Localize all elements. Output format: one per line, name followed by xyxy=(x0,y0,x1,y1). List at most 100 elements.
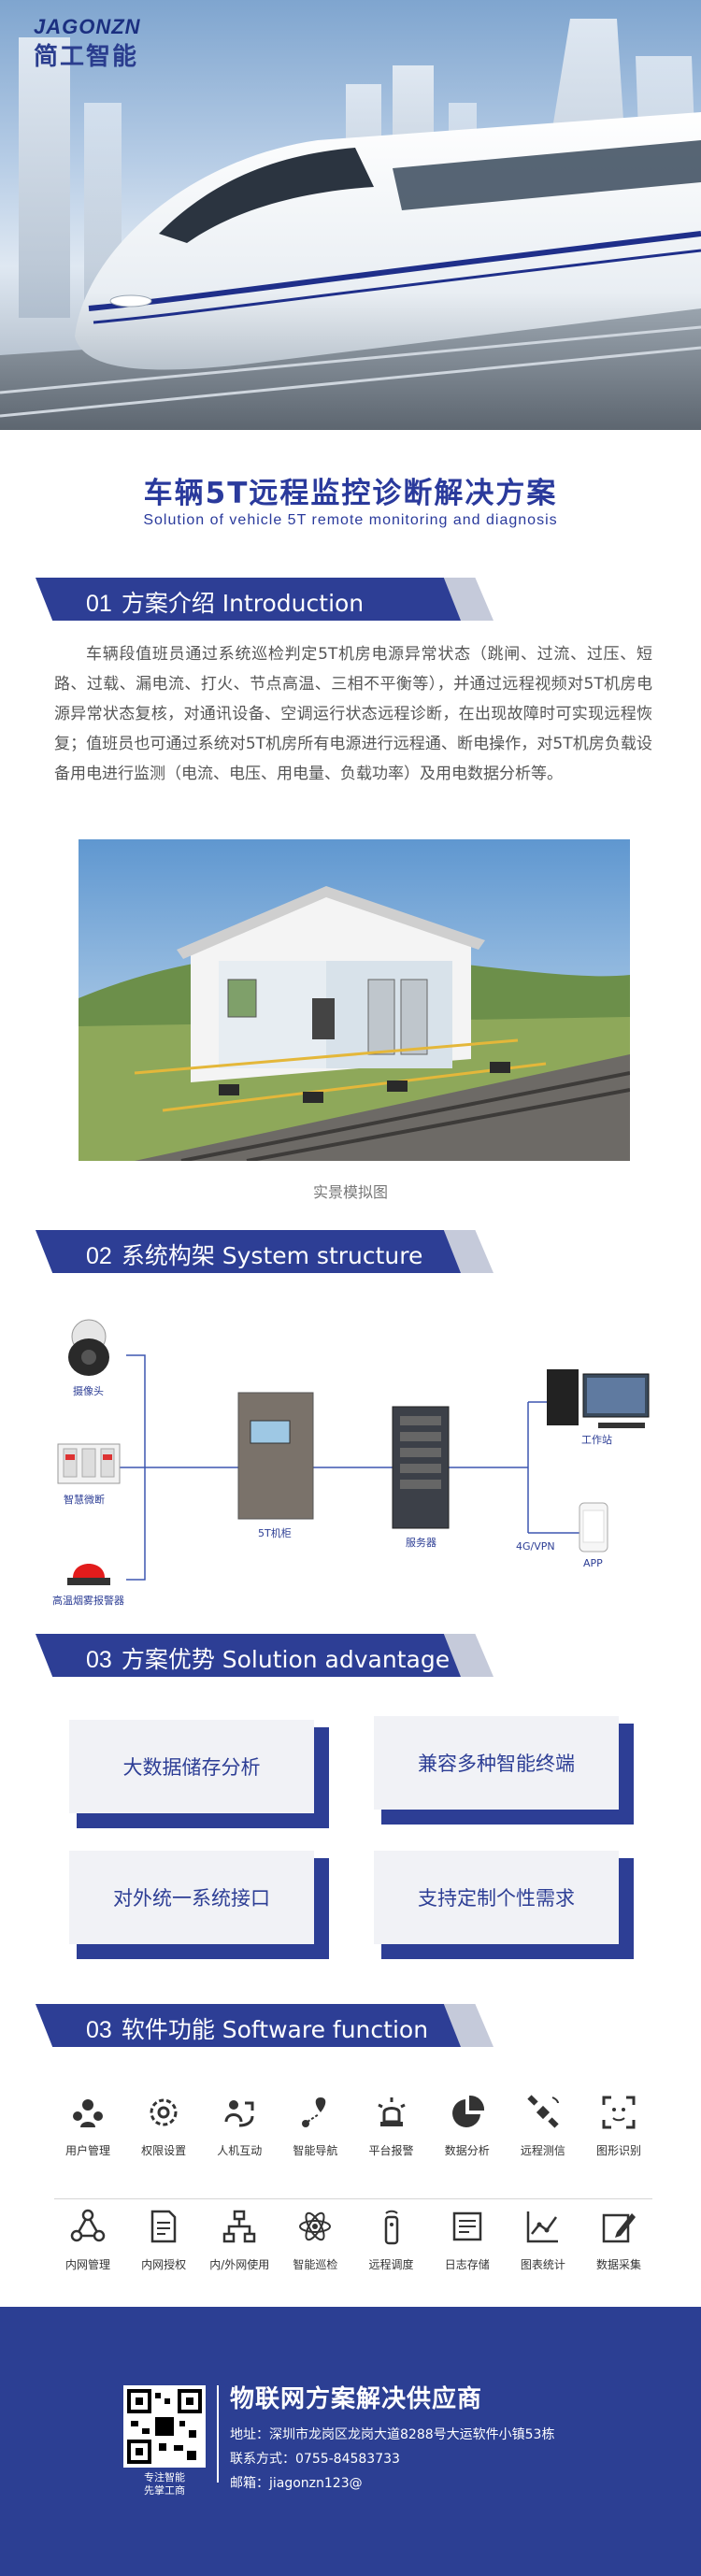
satellite-icon xyxy=(527,2095,559,2128)
section-header-software: 03 软件功能 Software function xyxy=(36,2004,503,2047)
introduction-paragraph: 车辆段值班员通过系统巡检判定5T机房电源异常状态（跳闸、过流、过压、短路、过载、… xyxy=(54,645,652,783)
label-alarm: 高温烟雾报警器 xyxy=(52,1595,124,1607)
chart-icon xyxy=(526,2211,558,2243)
function-label: 远程调度 xyxy=(368,2258,414,2271)
software-function-row-1: 用户管理 权限设置 人机互动 智能导航 平台报警 数据分析 远程测信 图形识别 xyxy=(54,2094,652,2178)
function-label: 图表统计 xyxy=(520,2258,565,2271)
page-title: 车辆5T远程监控诊断解决方案 xyxy=(143,477,558,510)
users-icon xyxy=(73,2099,103,2127)
section-label: 系统构架 System structure xyxy=(121,1242,423,1269)
divider xyxy=(54,2198,652,2199)
advantage-card: 支持定制个性需求 xyxy=(374,1851,634,1959)
alarm-icon xyxy=(377,2097,406,2126)
footer-email: 邮箱：jiagonzn123@ xyxy=(230,2476,363,2491)
qr-caption-line: 先掌工商 xyxy=(144,2484,185,2497)
page-subtitle: Solution of vehicle 5T remote monitoring… xyxy=(143,512,558,528)
function-internal-external: 内/外网使用 xyxy=(206,2208,273,2292)
bullet-train-illustration xyxy=(0,19,701,430)
function-intranet-management: 内网管理 xyxy=(54,2208,122,2292)
footer-phone: 联系方式：0755-84583733 xyxy=(230,2452,400,2467)
camera-icon xyxy=(68,1319,109,1376)
advantage-card: 大数据储存分析 xyxy=(69,1720,329,1828)
server-rack-icon xyxy=(392,1406,450,1529)
workstation-icon xyxy=(547,1369,650,1428)
label-workstation: 工作站 xyxy=(581,1434,612,1446)
pie-chart-icon xyxy=(451,2095,484,2127)
hero-banner: JAGONZN 简工智能 xyxy=(0,0,701,430)
advantage-card: 对外统一系统接口 xyxy=(69,1851,329,1959)
footer-divider xyxy=(217,2385,219,2483)
section-number: 03 xyxy=(86,1647,112,1673)
function-chart-statistics: 图表统计 xyxy=(509,2208,577,2292)
function-remote-signal: 远程测信 xyxy=(509,2094,577,2178)
log-icon xyxy=(452,2211,481,2241)
function-data-collection: 数据采集 xyxy=(585,2208,652,2292)
function-label: 日志存储 xyxy=(444,2258,490,2271)
5t-cabinet-icon xyxy=(237,1392,314,1520)
footer: 专注智能 先掌工商 物联网方案解决供应商 地址：深圳市龙岗区龙岗大道8288号大… xyxy=(0,2307,701,2576)
advantage-text: 兼容多种智能终端 xyxy=(374,1716,619,1810)
remote-icon xyxy=(384,2210,398,2245)
function-interaction: 人机互动 xyxy=(206,2094,273,2178)
interaction-icon xyxy=(224,2100,254,2127)
scene-caption: 实景模拟图 xyxy=(312,1183,388,1201)
function-navigation: 智能导航 xyxy=(281,2094,349,2178)
function-image-recognition: 图形识别 xyxy=(585,2094,652,2178)
system-architecture-diagram: 摄像头 智慧微断 高温烟雾报警器 5T机柜 服务器 4G/VPN 工作站 APP xyxy=(0,1299,701,1617)
smoke-alarm-icon xyxy=(67,1564,110,1585)
label-network: 4G/VPN xyxy=(516,1540,555,1553)
function-label: 内/外网使用 xyxy=(209,2258,270,2271)
hierarchy-icon xyxy=(223,2210,256,2243)
gear-icon xyxy=(150,2098,178,2126)
software-function-row-2: 内网管理 内网授权 内/外网使用 智能巡检 远程调度 日志存储 图表统计 数据采… xyxy=(54,2208,652,2292)
function-label: 远程测信 xyxy=(520,2144,565,2157)
function-label: 智能巡检 xyxy=(293,2258,338,2271)
network-icon xyxy=(70,2209,106,2242)
qr-code-icon xyxy=(127,2389,202,2464)
section-number: 02 xyxy=(86,1243,112,1269)
function-intranet-authorization: 内网授权 xyxy=(130,2208,197,2292)
navigation-icon xyxy=(302,2097,326,2127)
function-label: 智能导航 xyxy=(293,2144,338,2157)
function-label: 图形识别 xyxy=(595,2144,641,2157)
section-header-system-structure: 02 系统构架 System structure xyxy=(36,1230,503,1273)
function-data-analysis: 数据分析 xyxy=(434,2094,501,2178)
section-number: 01 xyxy=(86,591,112,617)
footer-title: 物联网方案解决供应商 xyxy=(230,2385,483,2413)
qr-caption-line: 专注智能 xyxy=(144,2471,185,2483)
scene-illustration xyxy=(79,839,630,1161)
atom-icon xyxy=(299,2211,332,2241)
function-label: 权限设置 xyxy=(141,2144,187,2157)
function-label: 人机互动 xyxy=(217,2144,263,2157)
label-camera: 摄像头 xyxy=(73,1385,104,1397)
function-label: 内网管理 xyxy=(64,2258,110,2271)
label-server: 服务器 xyxy=(406,1537,436,1549)
label-app: APP xyxy=(583,1557,603,1569)
function-label: 数据分析 xyxy=(444,2144,490,2157)
function-user-management: 用户管理 xyxy=(54,2094,122,2178)
smart-breaker-icon xyxy=(57,1443,121,1484)
company-logo: JAGONZN 简工智能 xyxy=(34,15,141,72)
footer-address: 地址：深圳市龙岗区龙岗大道8288号大运软件小镇53栋 xyxy=(230,2427,555,2442)
face-scan-icon xyxy=(602,2096,636,2129)
function-label: 数据采集 xyxy=(595,2258,641,2271)
function-platform-alarm: 平台报警 xyxy=(358,2094,425,2178)
qr-code xyxy=(123,2385,206,2468)
function-label: 平台报警 xyxy=(368,2144,414,2157)
function-log-storage: 日志存储 xyxy=(434,2208,501,2292)
section-label: 软件功能 Software function xyxy=(121,2016,429,2043)
label-cabinet: 5T机柜 xyxy=(258,1527,292,1539)
label-breaker: 智慧微断 xyxy=(64,1494,105,1506)
document-icon xyxy=(150,2210,177,2243)
function-label: 内网授权 xyxy=(141,2258,187,2271)
smartphone-icon xyxy=(579,1502,608,1553)
function-smart-inspection: 智能巡检 xyxy=(281,2208,349,2292)
logo-text-cn: 简工智能 xyxy=(34,43,139,71)
section-number: 03 xyxy=(86,2017,112,2043)
advantage-card: 兼容多种智能终端 xyxy=(374,1716,634,1825)
function-remote-dispatch: 远程调度 xyxy=(358,2208,425,2292)
advantage-text: 支持定制个性需求 xyxy=(374,1851,619,1944)
function-permissions: 权限设置 xyxy=(130,2094,197,2178)
